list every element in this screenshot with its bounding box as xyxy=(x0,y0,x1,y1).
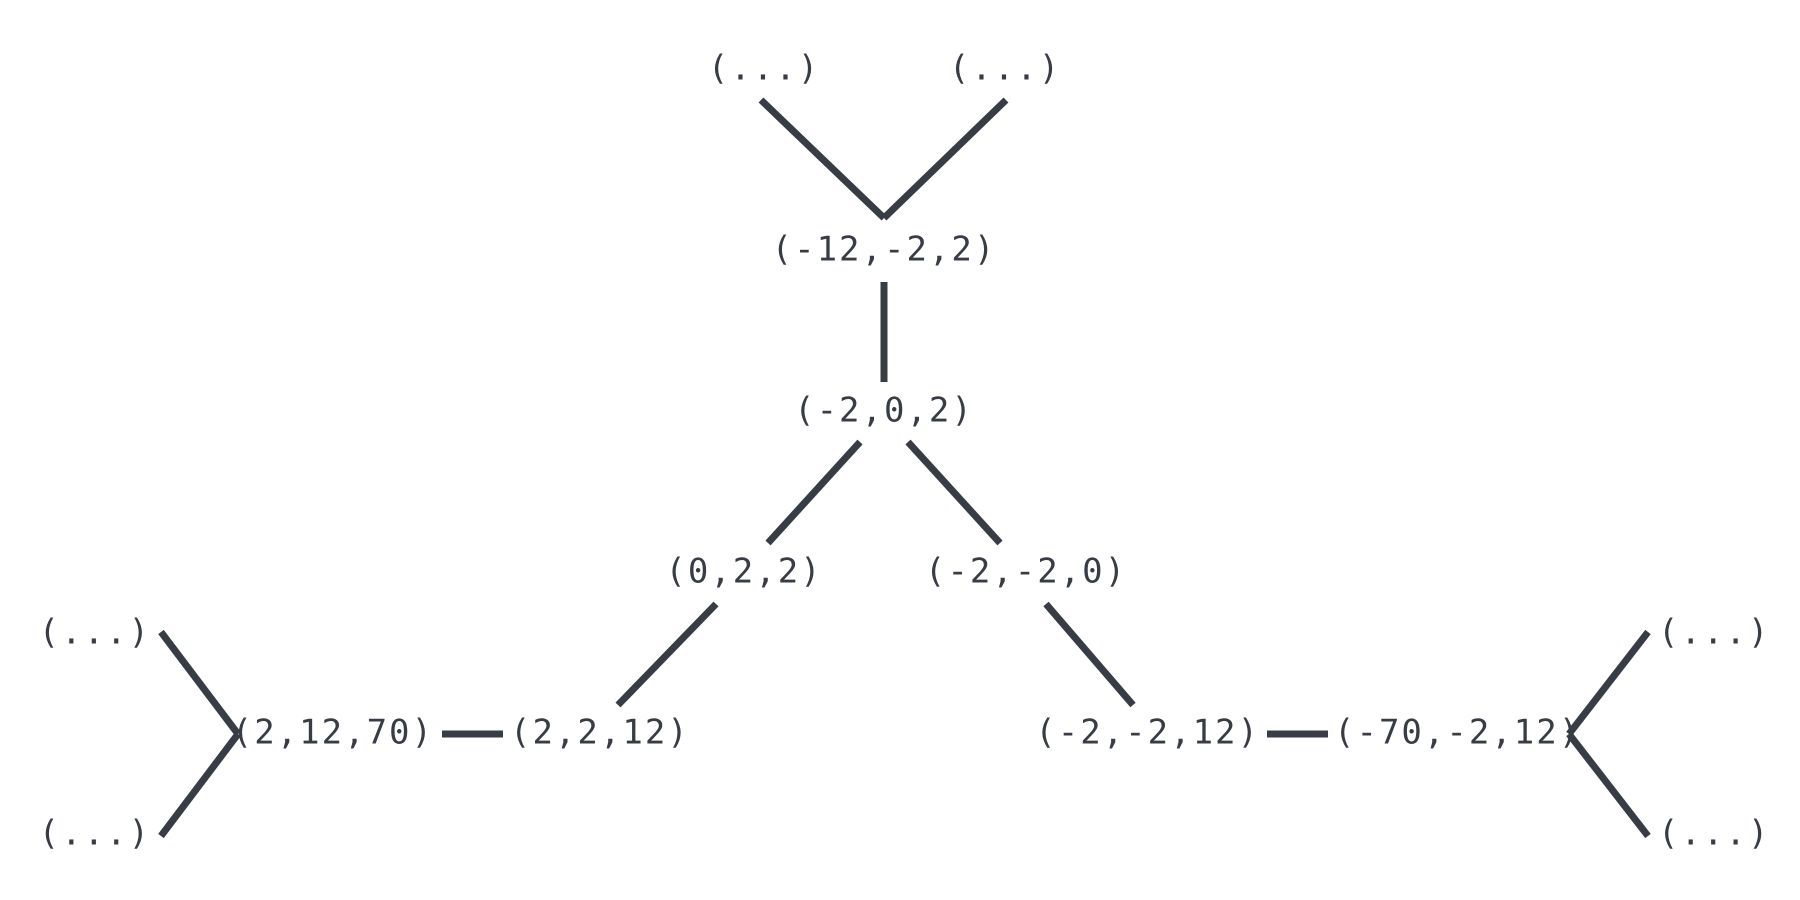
node-m2-m2-0: (-2,-2,0) xyxy=(925,552,1127,592)
node-2-12-70: (2,12,70) xyxy=(232,713,434,753)
node-m2-0-2: (-2,0,2) xyxy=(794,391,974,431)
edge-2-12-70-to-left-lower xyxy=(158,731,241,839)
edge-m2-0-2-to-0-2-2 xyxy=(765,439,863,546)
edge-2-12-70-to-left-upper xyxy=(158,629,241,737)
node-m2-m2-12: (-2,-2,12) xyxy=(1035,713,1260,753)
edge-m2-0-2-to-m2-m2-0 xyxy=(905,439,1003,546)
node-left-upper-more: (...) xyxy=(39,613,151,653)
node-m12-m2-2: (-12,-2,2) xyxy=(772,230,997,270)
node-right-upper-more: (...) xyxy=(1658,613,1770,653)
node-labels: (...) (...) (-12,-2,2) (-2,0,2) (0,2,2) … xyxy=(39,49,1770,854)
node-2-2-12: (2,2,12) xyxy=(510,713,690,753)
node-left-lower-more: (...) xyxy=(39,814,151,854)
edge-0-2-2-to-2-2-12 xyxy=(615,601,719,708)
node-right-lower-more: (...) xyxy=(1658,814,1770,854)
edge-top-left-to-m12-m2-2 xyxy=(758,97,887,221)
edge-m70-m2-12-to-right-upper xyxy=(1566,629,1651,737)
node-m70-m2-12: (-70,-2,12) xyxy=(1334,713,1581,753)
edge-top-right-to-m12-m2-2 xyxy=(881,97,1009,221)
edge-m2-m2-0-to-m2-m2-12 xyxy=(1043,601,1136,708)
edge-m70-m2-12-to-right-lower xyxy=(1566,731,1651,839)
edges xyxy=(158,97,1651,839)
node-0-2-2: (0,2,2) xyxy=(665,552,822,592)
node-top-right-more: (...) xyxy=(949,49,1061,89)
node-top-left-more: (...) xyxy=(708,49,820,89)
